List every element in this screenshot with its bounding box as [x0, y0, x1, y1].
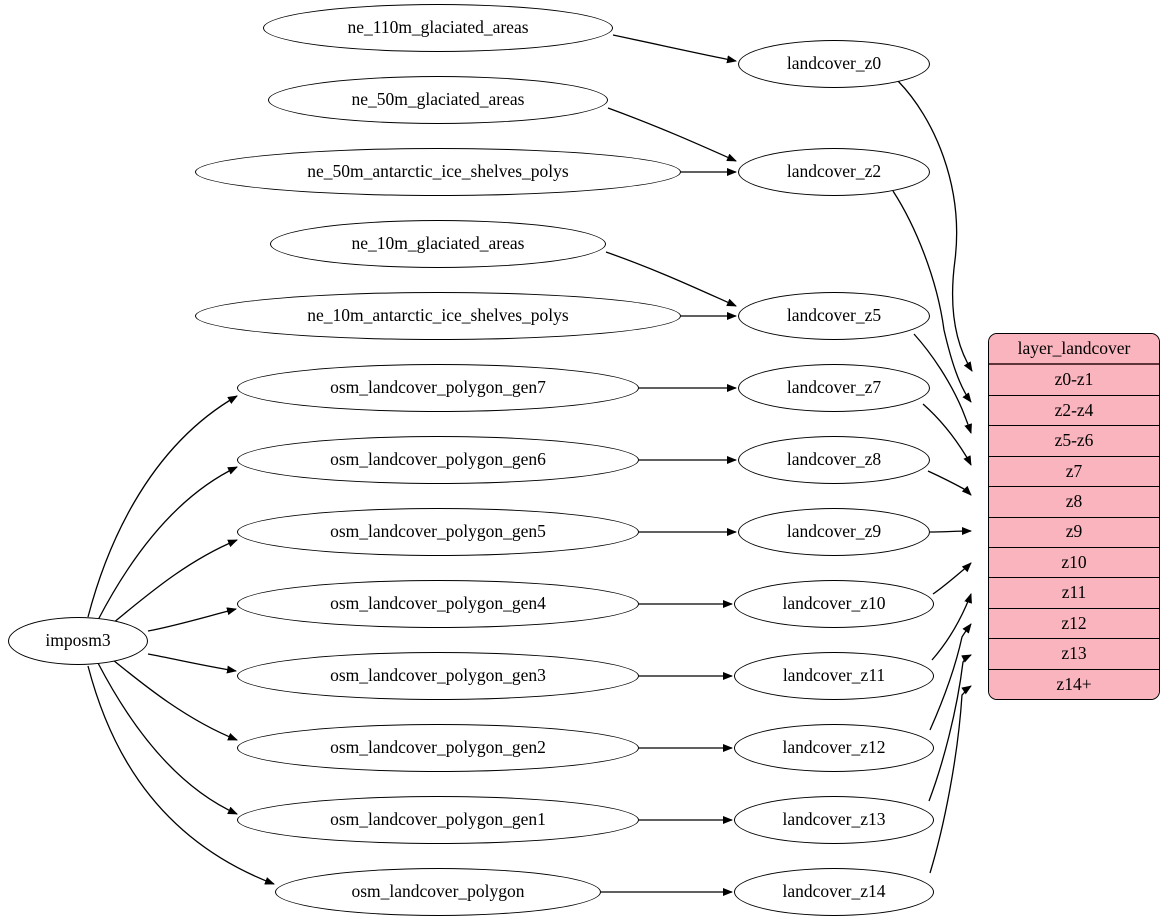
source-node-imposm3[interactable]: imposm3	[8, 617, 148, 665]
record-row-label: z8	[1065, 491, 1083, 512]
edge-imposm3--osm_landcover_polygon_gen6	[97, 466, 238, 621]
record-row-label: z0-z1	[1054, 369, 1094, 390]
source-node-osm_landcover_polygon_gen2[interactable]: osm_landcover_polygon_gen2	[237, 724, 639, 772]
landcover-node-landcover_z2[interactable]: landcover_z2	[738, 148, 930, 196]
source-node-ne_10m_glaciated_areas[interactable]: ne_10m_glaciated_areas	[270, 220, 606, 268]
edge-landcover_z7--row_z7	[922, 403, 972, 466]
node-label: ne_10m_glaciated_areas	[351, 233, 525, 254]
node-label: landcover_z9	[786, 521, 882, 542]
source-node-ne_10m_antarctic_ice_shelves_polys[interactable]: ne_10m_antarctic_ice_shelves_polys	[195, 292, 681, 340]
landcover-node-landcover_z10[interactable]: landcover_z10	[734, 580, 934, 628]
landcover-node-landcover_z13[interactable]: landcover_z13	[734, 796, 934, 844]
record-table-layer-landcover[interactable]: layer_landcover z0-z1 z2-z4 z5-z6 z7 z8 z9 z10…	[988, 333, 1160, 700]
record-row-z14-[interactable]: z14+	[989, 669, 1159, 699]
record-row-label: z12	[1061, 612, 1087, 633]
record-row-z10[interactable]: z10	[989, 547, 1159, 579]
node-label: ne_10m_antarctic_ice_shelves_polys	[307, 305, 569, 326]
edge-landcover_z2--row_z2_z4	[892, 190, 972, 403]
node-label: landcover_z5	[786, 305, 882, 326]
record-row-z9[interactable]: z9	[989, 517, 1159, 548]
record-row-label: z10	[1061, 551, 1087, 572]
node-label: osm_landcover_polygon	[351, 881, 525, 902]
edge-imposm3--osm_landcover_polygon	[87, 665, 275, 885]
node-label: osm_landcover_polygon_gen1	[330, 809, 546, 830]
source-node-osm_landcover_polygon_gen7[interactable]: osm_landcover_polygon_gen7	[237, 364, 639, 412]
record-row-label: z5-z6	[1054, 430, 1094, 451]
node-label: landcover_z0	[786, 53, 882, 74]
record-row-z13[interactable]: z13	[989, 639, 1159, 670]
node-label: osm_landcover_polygon_gen2	[330, 737, 546, 758]
node-label: landcover_z7	[786, 377, 882, 398]
landcover-node-landcover_z14[interactable]: landcover_z14	[734, 868, 934, 916]
node-label: osm_landcover_polygon_gen3	[330, 665, 546, 686]
landcover-node-landcover_z7[interactable]: landcover_z7	[738, 364, 930, 412]
source-node-osm_landcover_polygon_gen5[interactable]: osm_landcover_polygon_gen5	[237, 508, 639, 556]
record-row-label: z13	[1061, 643, 1087, 664]
record-row-z11[interactable]: z11	[989, 578, 1159, 609]
edge-ne_110m_glaciated_areas--landcover_z0	[612, 34, 737, 64]
source-node-osm_landcover_polygon_gen1[interactable]: osm_landcover_polygon_gen1	[237, 796, 639, 844]
node-label: ne_110m_glaciated_areas	[347, 17, 529, 38]
edge-landcover_z14--row_z14	[929, 685, 972, 874]
record-row-label: z9	[1065, 521, 1083, 542]
record-row-z5-z6[interactable]: z5-z6	[989, 426, 1159, 457]
edge-landcover_z11--row_z11	[931, 593, 972, 661]
node-label: landcover_z2	[786, 161, 882, 182]
record-row-z8[interactable]: z8	[989, 487, 1159, 518]
node-label: landcover_z8	[786, 449, 882, 470]
edge-landcover_z12--row_z12	[929, 623, 972, 731]
source-node-osm_landcover_polygon_gen4[interactable]: osm_landcover_polygon_gen4	[237, 580, 639, 628]
edge-imposm3--osm_landcover_polygon_gen2	[112, 659, 238, 741]
node-label: osm_landcover_polygon_gen6	[330, 449, 546, 470]
edge-imposm3--osm_landcover_polygon_gen1	[97, 662, 238, 815]
record-row-z0-z1[interactable]: z0-z1	[989, 365, 1159, 396]
edge-imposm3--osm_landcover_polygon_gen3	[147, 653, 237, 674]
node-label: osm_landcover_polygon_gen7	[330, 377, 546, 398]
source-node-osm_landcover_polygon_gen6[interactable]: osm_landcover_polygon_gen6	[237, 436, 639, 484]
record-row-label: z11	[1061, 582, 1087, 603]
node-label: osm_landcover_polygon_gen5	[330, 521, 546, 542]
landcover-node-landcover_z8[interactable]: landcover_z8	[738, 436, 930, 484]
edge-ne_10m_glaciated_areas--landcover_z5	[605, 251, 737, 307]
record-row-z2-z4[interactable]: z2-z4	[989, 395, 1159, 427]
landcover-node-landcover_z9[interactable]: landcover_z9	[738, 508, 930, 556]
source-node-osm_landcover_polygon_gen3[interactable]: osm_landcover_polygon_gen3	[237, 652, 639, 700]
record-row-label: z14+	[1056, 673, 1092, 694]
landcover-node-landcover_z11[interactable]: landcover_z11	[734, 652, 934, 700]
record-header: layer_landcover	[989, 334, 1159, 366]
record-row-label: z2-z4	[1054, 399, 1094, 420]
landcover-node-landcover_z5[interactable]: landcover_z5	[738, 292, 930, 340]
landcover-node-landcover_z12[interactable]: landcover_z12	[734, 724, 934, 772]
node-label: imposm3	[45, 630, 111, 651]
edge-landcover_z10--row_z10	[932, 562, 972, 595]
node-label: landcover_z12	[782, 737, 886, 758]
record-row-label: z7	[1065, 460, 1083, 481]
edge-imposm3--osm_landcover_polygon_gen4	[147, 607, 237, 632]
edge-imposm3--osm_landcover_polygon_gen7	[87, 395, 238, 618]
source-node-ne_50m_glaciated_areas[interactable]: ne_50m_glaciated_areas	[268, 76, 608, 124]
node-label: landcover_z13	[782, 809, 886, 830]
node-label: ne_50m_antarctic_ice_shelves_polys	[307, 161, 569, 182]
edge-imposm3--osm_landcover_polygon_gen5	[112, 539, 238, 624]
record-row-z7[interactable]: z7	[989, 456, 1159, 488]
node-label: landcover_z11	[782, 665, 886, 686]
source-node-osm_landcover_polygon[interactable]: osm_landcover_polygon	[275, 868, 601, 916]
source-node-ne_110m_glaciated_areas[interactable]: ne_110m_glaciated_areas	[263, 4, 613, 52]
landcover-node-landcover_z0[interactable]: landcover_z0	[738, 40, 930, 88]
node-label: landcover_z10	[782, 593, 886, 614]
edge-landcover_z9--row_z9	[929, 527, 972, 536]
edge-landcover_z13--row_z13	[928, 654, 972, 802]
record-row-z12[interactable]: z12	[989, 608, 1159, 640]
edge-ne_50m_glaciated_areas--landcover_z2	[607, 107, 737, 162]
edge-landcover_z8--row_z8	[927, 470, 972, 496]
source-node-ne_50m_antarctic_ice_shelves_polys[interactable]: ne_50m_antarctic_ice_shelves_polys	[195, 148, 681, 196]
node-label: ne_50m_glaciated_areas	[351, 89, 525, 110]
node-label: osm_landcover_polygon_gen4	[330, 593, 546, 614]
node-label: landcover_z14	[782, 881, 886, 902]
